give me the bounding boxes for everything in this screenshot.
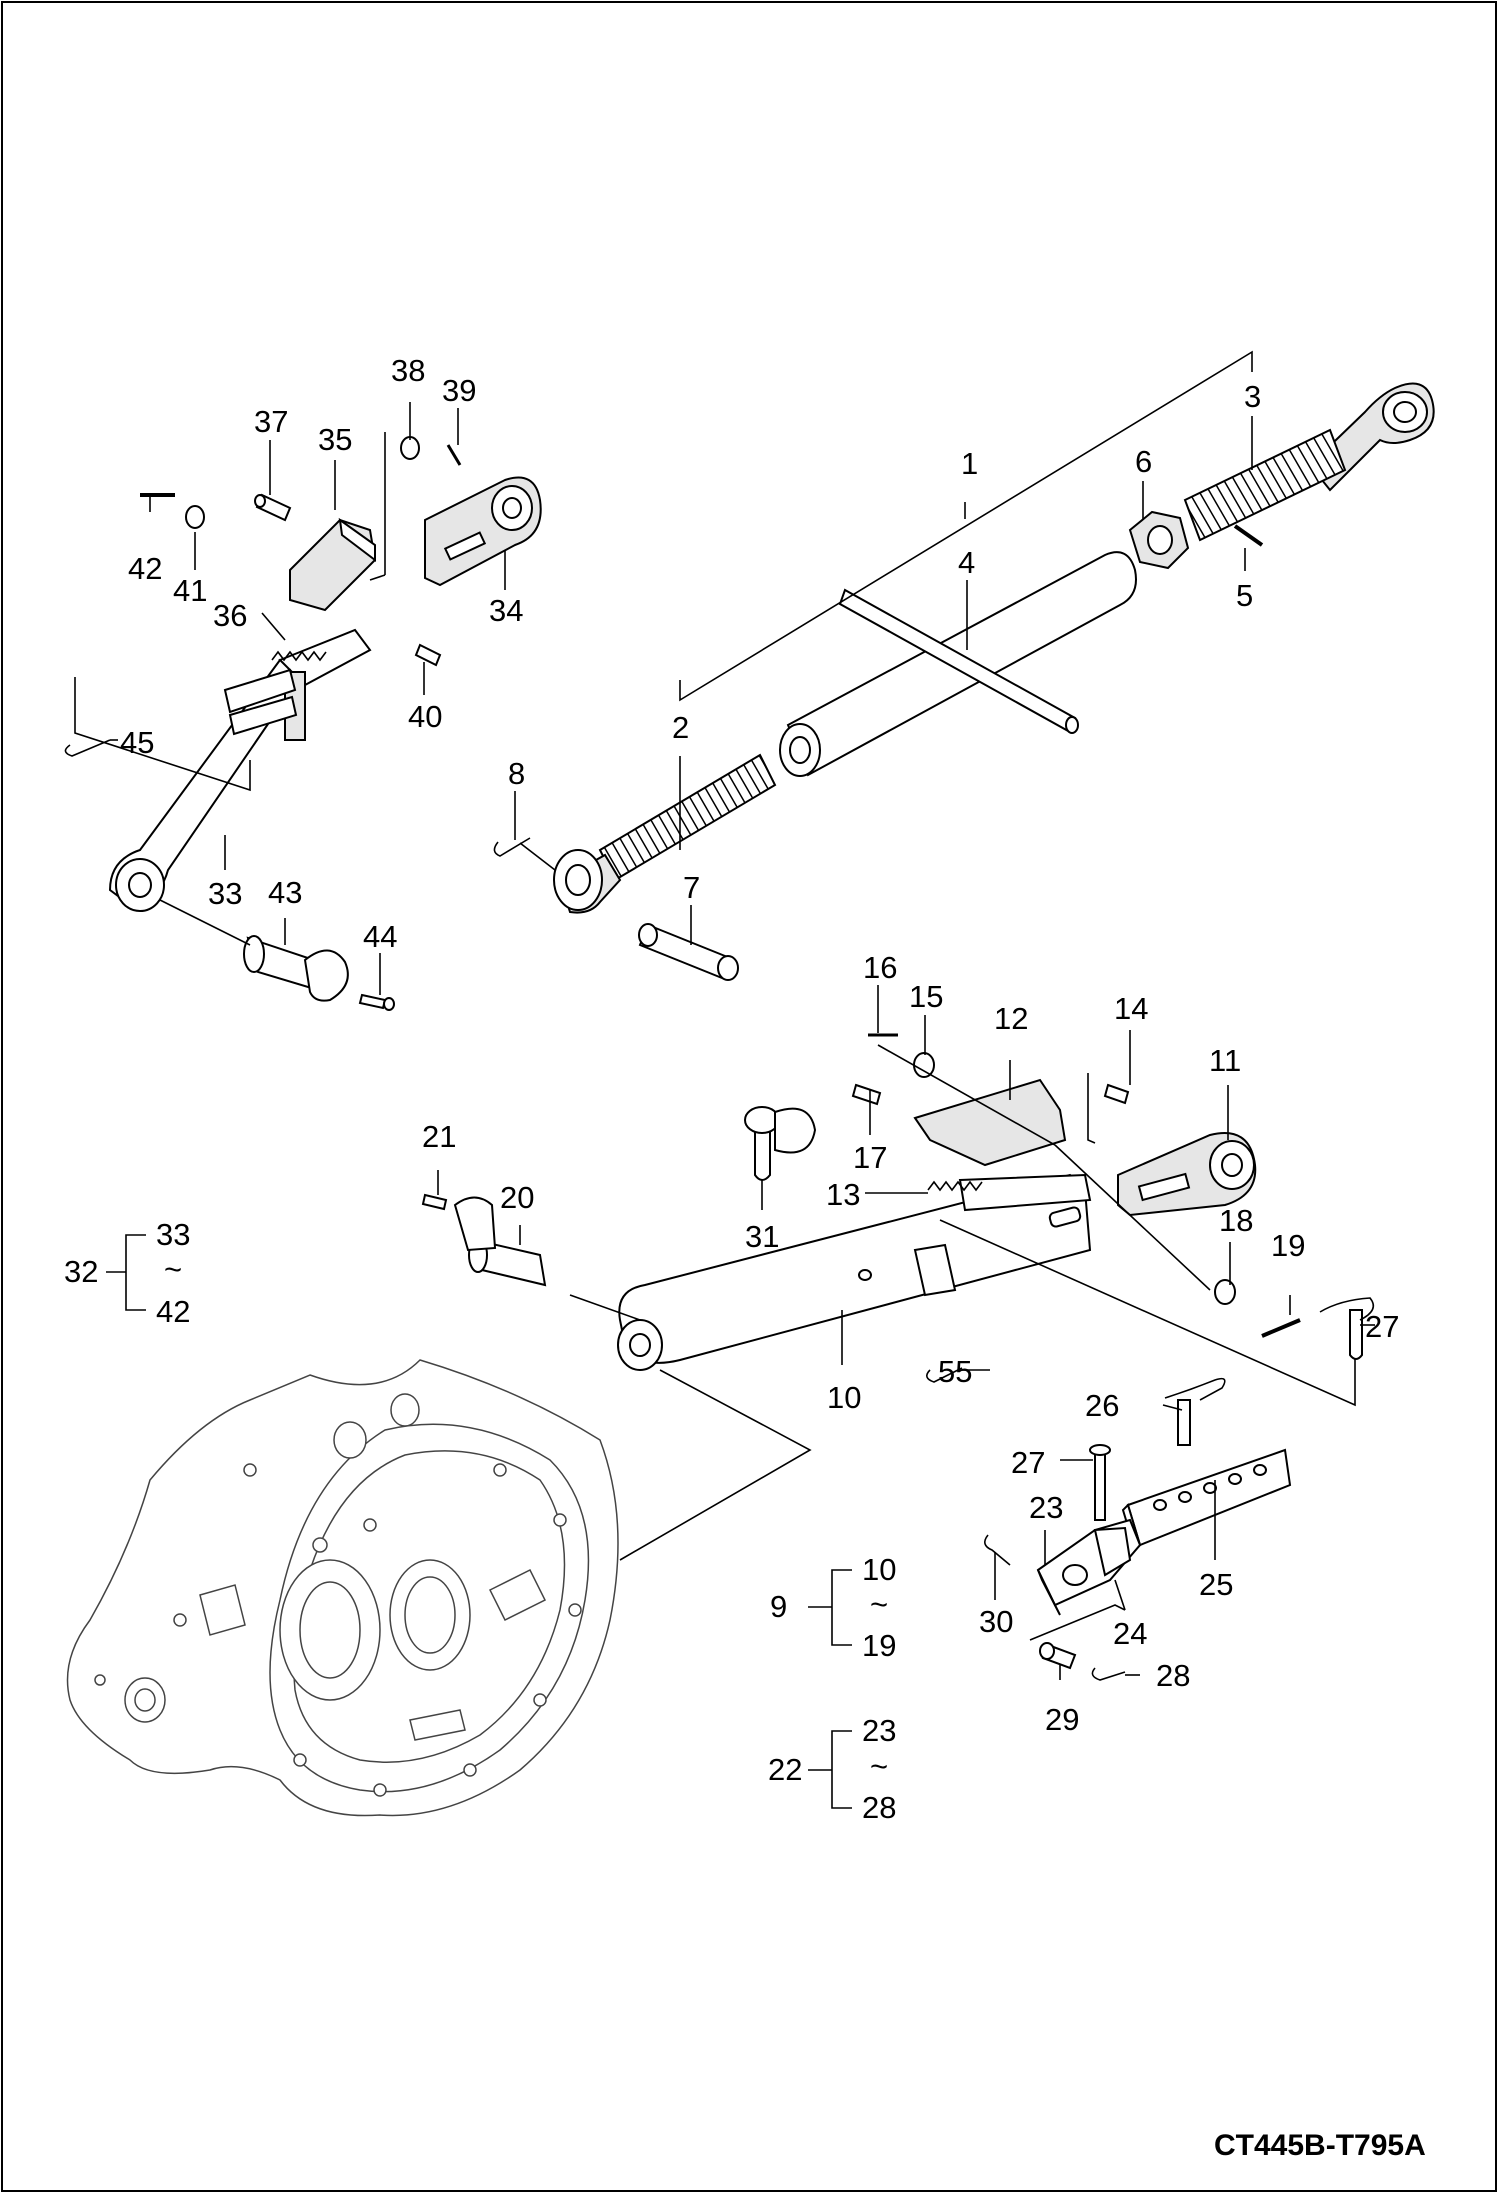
part-label: 18 xyxy=(1219,1203,1253,1238)
assembly-number: 32 xyxy=(64,1254,98,1289)
part-label: 33 xyxy=(208,876,242,911)
pin-31 xyxy=(754,1129,771,1181)
range-sep: ~ xyxy=(870,1749,888,1784)
bolt-21 xyxy=(421,1193,448,1211)
pin-26 xyxy=(1177,1399,1191,1446)
part-label: 25 xyxy=(1199,1567,1233,1602)
part-label: 38 xyxy=(391,353,425,388)
part-label: 24 xyxy=(1113,1616,1147,1651)
part-label: 30 xyxy=(979,1604,1013,1639)
pin-39 xyxy=(446,444,462,466)
pin-19 xyxy=(1261,1318,1301,1338)
part-label: 11 xyxy=(1209,1043,1241,1078)
left-lower-link-assembly xyxy=(64,402,542,1011)
washer-18 xyxy=(1214,1279,1236,1305)
pin-5 xyxy=(1233,524,1264,547)
part-label: 37 xyxy=(254,404,288,439)
part-label: 5 xyxy=(1236,578,1253,613)
assembly-callout-32: 32 33 ~ 42 xyxy=(64,1217,190,1329)
bar-25 xyxy=(1126,1448,1292,1547)
part-label: 34 xyxy=(489,593,523,628)
bracket-12 xyxy=(913,1078,1067,1167)
washer-41 xyxy=(185,505,205,529)
range-to: 28 xyxy=(862,1790,896,1825)
range-sep: ~ xyxy=(164,1252,182,1287)
part-label: 44 xyxy=(363,919,397,954)
part-label: 16 xyxy=(863,950,897,985)
part-label: 12 xyxy=(994,1001,1028,1036)
part-label: 8 xyxy=(508,756,525,791)
spring-13 xyxy=(927,1180,983,1192)
part-label: 14 xyxy=(1114,991,1148,1026)
r-pin-45 xyxy=(64,739,111,757)
part-label: 42 xyxy=(128,551,162,586)
part-label: 1 xyxy=(961,446,978,481)
part-label: 28 xyxy=(1156,1658,1190,1693)
part-label: 15 xyxy=(909,979,943,1014)
part-label: 10 xyxy=(827,1380,861,1415)
range-sep: ~ xyxy=(870,1587,888,1622)
range-to: 19 xyxy=(862,1628,896,1663)
part-label: 41 xyxy=(173,573,207,608)
right-lower-link-assembly xyxy=(421,985,1356,1561)
range-from: 10 xyxy=(862,1552,896,1587)
part-label: 19 xyxy=(1271,1228,1305,1263)
part-label: 27 xyxy=(1011,1445,1045,1480)
range-from: 23 xyxy=(862,1713,896,1748)
thread-3 xyxy=(1183,428,1347,542)
part-label: 21 xyxy=(422,1119,456,1154)
r-pin-28 xyxy=(1091,1667,1126,1681)
pin-27b xyxy=(1094,1449,1106,1521)
part-label: 45 xyxy=(120,725,154,760)
drawing-code: CT445B-T795A xyxy=(1214,2129,1426,2162)
assembly-callout-9: 9 10 ~ 19 xyxy=(770,1552,896,1663)
part-label: 55 xyxy=(938,1354,972,1389)
washer-38 xyxy=(400,436,420,460)
pin-40 xyxy=(414,643,442,667)
part-label: 39 xyxy=(442,373,476,408)
bolt-44 xyxy=(358,993,387,1010)
thread-2 xyxy=(598,753,777,882)
part-label: 6 xyxy=(1135,444,1152,479)
top-link-assembly xyxy=(493,350,1435,981)
r-pin-8 xyxy=(493,837,531,857)
range-to: 42 xyxy=(156,1294,190,1329)
part-label: 3 xyxy=(1244,379,1261,414)
part-label: 35 xyxy=(318,422,352,457)
part-label: 29 xyxy=(1045,1702,1079,1737)
part-labels: 1 2 3 4 5 6 7 8 10 11 12 13 14 15 16 17 … xyxy=(120,353,1399,1737)
part-label: 7 xyxy=(683,870,700,905)
part-label: 2 xyxy=(672,710,689,745)
r-pin-55 xyxy=(926,1367,963,1383)
r-pin-30 xyxy=(984,1534,1011,1566)
part-label: 40 xyxy=(408,699,442,734)
part-label: 43 xyxy=(268,875,302,910)
part-label: 27 xyxy=(1365,1309,1399,1344)
part-label: 17 xyxy=(853,1140,887,1175)
transmission-housing xyxy=(66,1359,619,1817)
part-label: 4 xyxy=(958,545,975,580)
part-label: 20 xyxy=(500,1180,534,1215)
washer-15 xyxy=(913,1052,935,1078)
spring-36 xyxy=(271,650,327,662)
part-label: 13 xyxy=(826,1177,860,1212)
assembly-number: 22 xyxy=(768,1752,802,1787)
part-label: 31 xyxy=(745,1219,779,1254)
range-from: 33 xyxy=(156,1217,190,1252)
assembly-callout-22: 22 23 ~ 28 xyxy=(768,1713,896,1825)
part-label: 36 xyxy=(213,598,247,633)
clip-27a xyxy=(1349,1309,1363,1360)
stabilizer-assembly xyxy=(984,1297,1375,1681)
bracket-35 xyxy=(289,518,377,612)
pin-14 xyxy=(1103,1083,1130,1105)
part-label: 23 xyxy=(1029,1490,1063,1525)
assembly-number: 9 xyxy=(770,1589,787,1624)
pin-17 xyxy=(851,1083,882,1106)
part-label: 26 xyxy=(1085,1388,1119,1423)
